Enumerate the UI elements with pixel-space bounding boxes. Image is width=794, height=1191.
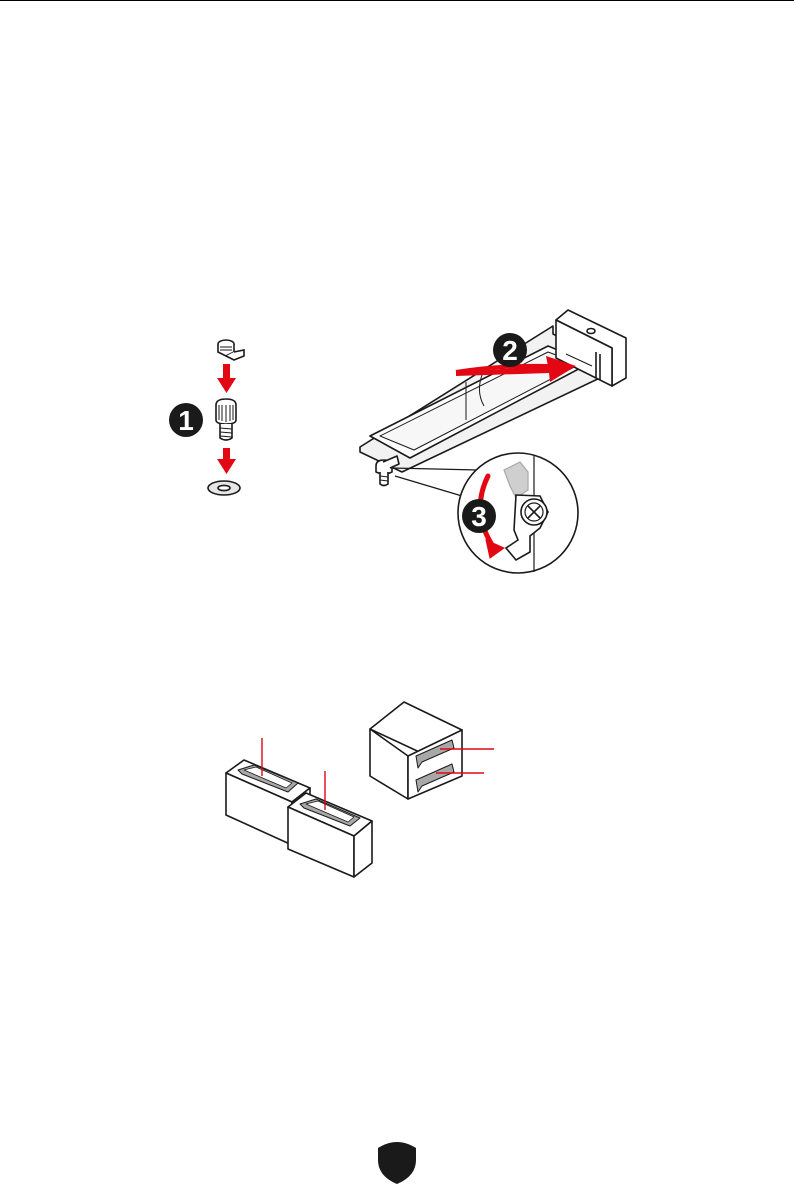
step-number-1: 1	[178, 405, 194, 436]
step-number-3: 3	[471, 501, 487, 532]
m2-installation-figure: 1	[169, 310, 626, 573]
step-badge-3: 3	[462, 499, 496, 533]
sata-port-stacked	[370, 702, 462, 799]
washer-icon	[208, 481, 240, 495]
step-badge-2: 2	[493, 333, 527, 367]
shield-logo-icon	[378, 1142, 416, 1184]
standoff-assembly: 1	[169, 340, 244, 495]
sata-connectors-figure	[226, 702, 494, 877]
arrow-down-icon	[217, 364, 236, 393]
step-number-2: 2	[502, 335, 518, 366]
ez-latch-icon	[218, 340, 244, 360]
arrow-down-icon	[217, 448, 236, 474]
standoff-screw-icon	[216, 399, 236, 440]
board-standoff-icon	[376, 456, 399, 486]
sata-port-middle	[288, 793, 372, 877]
step-badge-1: 1	[169, 403, 203, 437]
